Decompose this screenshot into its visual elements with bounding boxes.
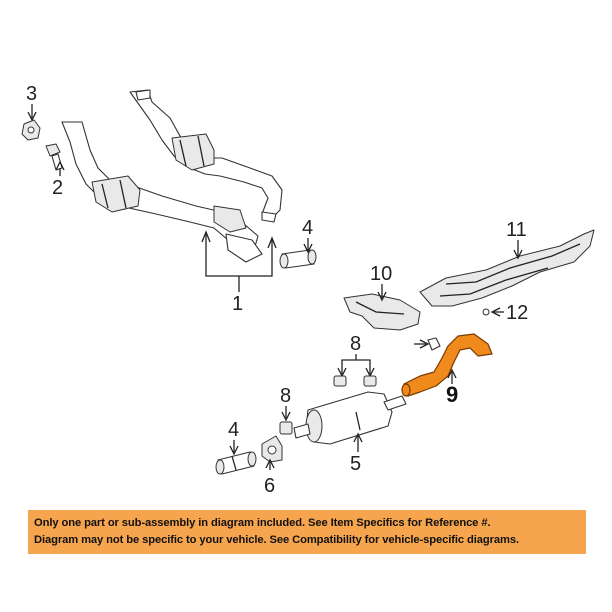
callout-9: 9	[446, 382, 458, 407]
callout-12: 12	[506, 302, 528, 324]
insulator-part-8a	[333, 375, 347, 387]
front-pipe-assembly	[61, 89, 283, 263]
bolt-part-2	[45, 143, 63, 171]
hanger-part-6	[261, 435, 283, 463]
callout-11: 11	[506, 219, 527, 241]
nut-part-12	[482, 308, 490, 316]
clamp-sleeve-part-4-upper	[279, 249, 317, 269]
disclaimer-line-2: Diagram may not be specific to your vehi…	[34, 534, 519, 546]
clamp-sleeve-part-4-lower	[215, 451, 257, 475]
callout-5: 5	[350, 453, 361, 475]
callout-1: 1	[232, 293, 243, 315]
callout-3: 3	[26, 83, 37, 105]
heat-shield-part-10	[343, 293, 421, 331]
heat-shield-part-11	[419, 229, 595, 307]
insulator-part-8-lower	[279, 421, 293, 435]
callout-8-lower: 8	[280, 385, 291, 407]
disclaimer-line-1: Only one part or sub-assembly in diagram…	[34, 517, 491, 529]
callout-10: 10	[370, 263, 392, 285]
disclaimer-banner: Only one part or sub-assembly in diagram…	[28, 510, 586, 554]
callout-1-leader	[205, 234, 273, 292]
callout-4-upper: 4	[302, 217, 313, 239]
insulator-part-8b	[363, 375, 377, 387]
muffler-part-5	[293, 391, 407, 445]
callout-4-lower: 4	[228, 419, 239, 441]
callout-6: 6	[264, 475, 275, 497]
callout-8-upper: 8	[350, 333, 361, 355]
callout-2: 2	[52, 177, 63, 199]
tail-pipe-part-9	[401, 333, 493, 397]
